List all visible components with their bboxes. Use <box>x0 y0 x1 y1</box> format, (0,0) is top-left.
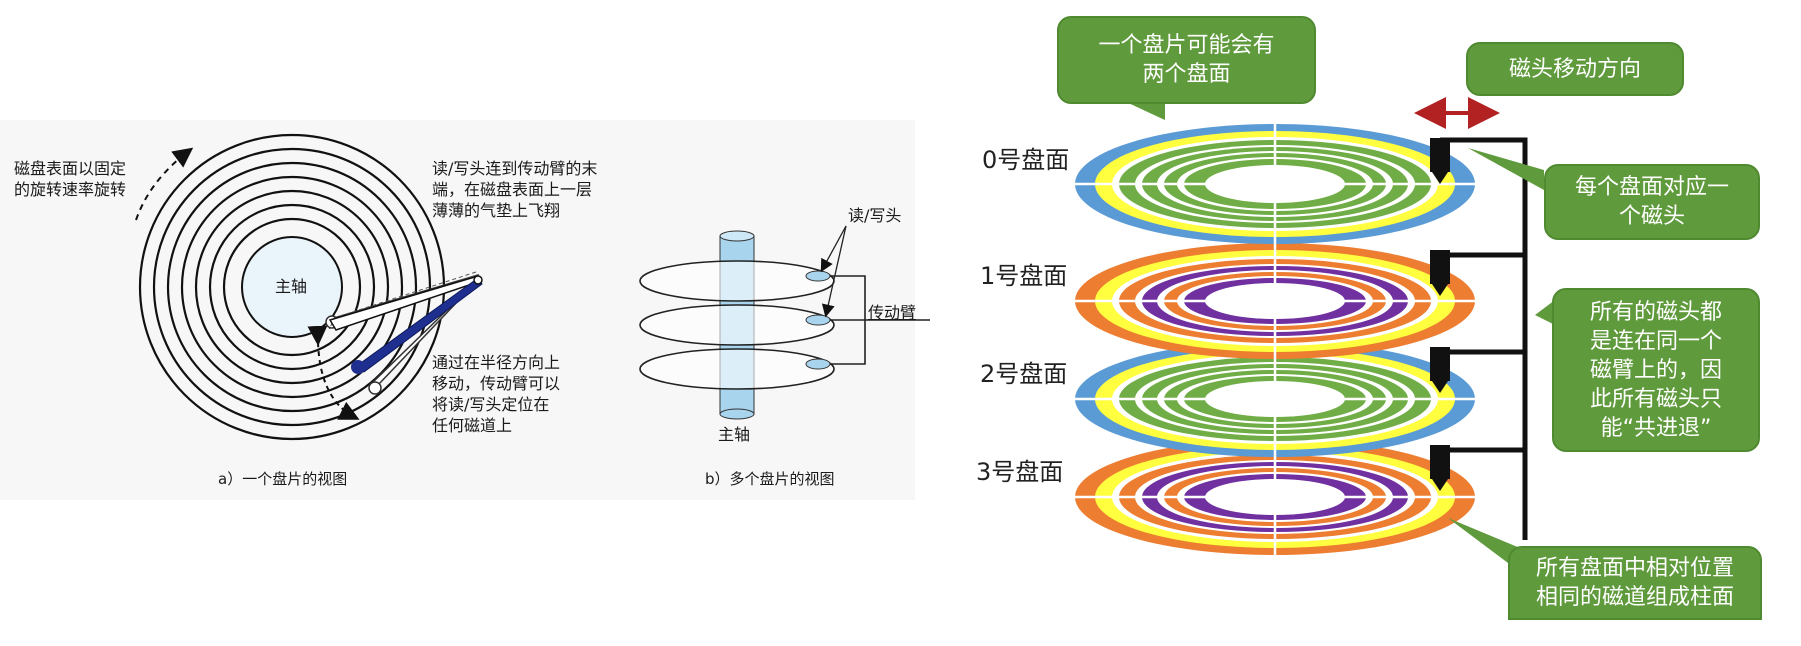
arm-swing-arrow <box>307 325 360 420</box>
callout-same-arm-line-5: 能“共进退” <box>1600 415 1712 441</box>
head-1 <box>805 270 831 282</box>
track <box>222 217 362 357</box>
callout-same-arm-line-4: 此所有磁头只 <box>1589 386 1722 412</box>
platter-3 <box>639 348 835 390</box>
spindle-top <box>719 230 755 242</box>
track <box>208 203 376 371</box>
multi-platter-figure <box>625 120 930 500</box>
caption-a: a）一个盘片的视图 <box>218 470 348 488</box>
callout-two-sides-line-1: 一个盘片可能会有 <box>1098 33 1275 58</box>
arm-swing-outline <box>329 271 477 329</box>
callout-cylinder-line-2: 相同的磁道组成柱面 <box>1535 585 1734 610</box>
arm-text-line-1: 通过在半径方向上 <box>432 353 561 372</box>
callout-tail-one-head <box>1468 148 1544 190</box>
callout-cylinder-line-1: 所有盘面中相对位置 <box>1535 556 1734 581</box>
callout-direction: 磁头移动方向 <box>1466 42 1684 96</box>
arm-vertical <box>1440 137 1528 540</box>
arm-label-b: 传动臂 <box>868 303 917 322</box>
callout-same-arm-line-1: 所有的磁头都 <box>1589 299 1722 325</box>
head-pointer-1 <box>820 225 847 273</box>
platter-2 <box>639 304 835 346</box>
callout-one-head: 每个盘面对应一 个磁头 <box>1544 164 1760 240</box>
single-platter-figure <box>0 120 640 500</box>
callout-tail-same-arm <box>1535 300 1555 325</box>
surface-1-disk <box>1075 243 1475 359</box>
callout-one-head-line-2: 个磁头 <box>1618 204 1685 229</box>
spindle <box>241 236 343 338</box>
callout-tail-cylinder <box>1448 518 1520 572</box>
spindle-label-a: 主轴 <box>275 277 308 296</box>
caption-b: b）多个盘片的视图 <box>705 470 835 488</box>
head-1 <box>1430 250 1450 284</box>
callout-cylinder: 所有盘面中相对位置 相同的磁道组成柱面 <box>1508 546 1762 620</box>
track <box>152 147 432 427</box>
arm-text-line-4: 任何磁道上 <box>432 416 513 435</box>
callout-two-sides: 一个盘片可能会有 两个盘面 <box>1057 16 1316 104</box>
actuator-bracket <box>830 275 930 365</box>
head-pointer-2 <box>821 225 847 318</box>
head-3 <box>805 358 831 370</box>
rotation-arrow <box>135 147 194 221</box>
head-0 <box>1430 138 1450 172</box>
callout-two-sides-line-2: 两个盘面 <box>1142 62 1231 87</box>
head-3 <box>1430 445 1450 479</box>
head-text-line-2: 端，在磁盘表面上一层 <box>432 180 593 199</box>
callout-same-arm-line-2: 是连在同一个 <box>1589 328 1722 354</box>
arm-text-line-3: 将读/写头定位在 <box>432 395 550 414</box>
surface-0-label: 0号盘面 <box>982 146 1070 174</box>
spindle-bottom <box>719 408 755 420</box>
head-2 <box>805 314 831 326</box>
head-outer-position <box>368 381 382 395</box>
spindle-label-b: 主轴 <box>718 425 751 444</box>
platter-1 <box>639 260 835 302</box>
head-2 <box>1430 347 1450 381</box>
surface-3-disk <box>1075 439 1475 555</box>
arm-pivot <box>473 275 483 285</box>
arm-text-line-2: 移动，传动臂可以 <box>432 374 561 393</box>
track <box>166 161 418 413</box>
surface-3-label: 3号盘面 <box>976 458 1064 486</box>
surfaces-figure <box>1075 90 1555 572</box>
surface-2-disk <box>1075 341 1475 457</box>
platter-tracks <box>138 133 446 441</box>
surface-0-disk <box>1075 124 1475 244</box>
read-write-head <box>351 360 365 374</box>
surface-2-label: 2号盘面 <box>980 360 1068 388</box>
rotation-text-line-1: 磁盘表面以固定 <box>14 159 127 178</box>
heads <box>1430 138 1450 491</box>
callout-same-arm-line-3: 磁臂上的，因 <box>1589 357 1722 383</box>
callout-one-head-line-1: 每个盘面对应一 <box>1574 175 1729 200</box>
surface-1-label: 1号盘面 <box>980 262 1068 290</box>
track <box>180 175 404 399</box>
head-arm-assembly <box>1440 137 1528 540</box>
rw-head-label-b: 读/写头 <box>848 206 902 225</box>
head-text-line-1: 读/写头连到传动臂的末 <box>432 159 598 178</box>
head-text-line-3: 薄薄的气垫上飞翔 <box>432 201 561 220</box>
track <box>194 189 390 385</box>
callout-same-arm: 所有的磁头都 是连在同一个 磁臂上的，因 此所有磁头只 能“共进退” <box>1552 288 1760 452</box>
rotation-text-line-2: 的旋转速率旋转 <box>14 180 127 199</box>
